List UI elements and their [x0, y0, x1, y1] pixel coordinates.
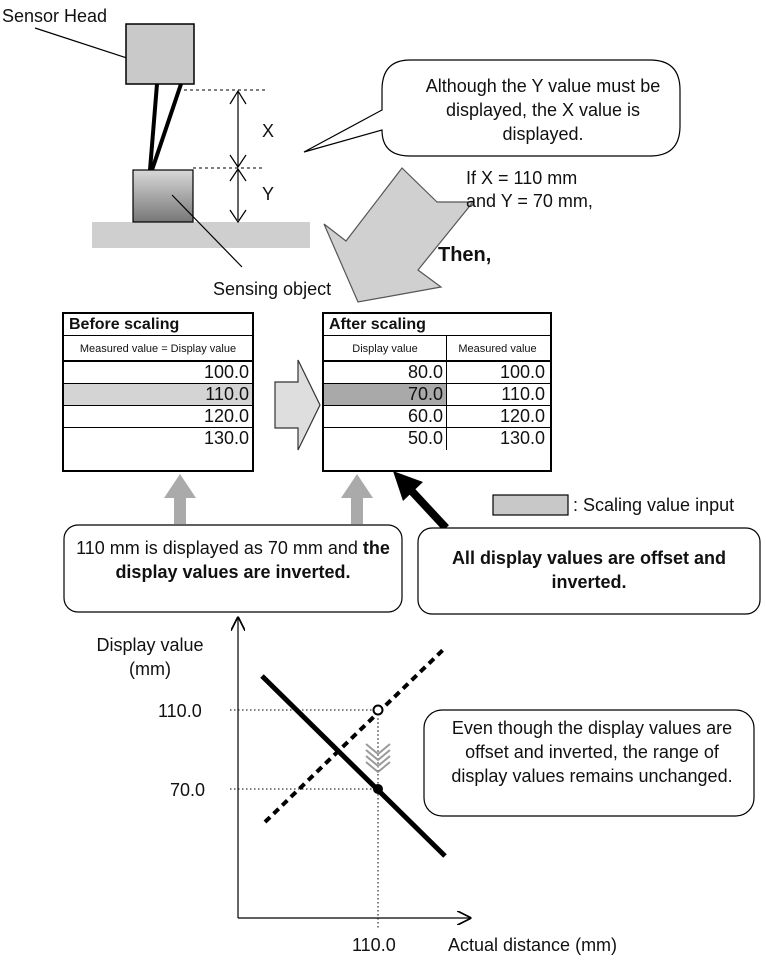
right-callout-arrow-head: [393, 471, 423, 501]
graph-callout-box: [423, 709, 755, 817]
after-table-row: 80.0 100.0: [324, 362, 550, 384]
before-scaling-table: Before scaling Measured value = Display …: [62, 312, 254, 472]
sensor-beam-emit: [148, 83, 159, 171]
left-callout-text: 110 mm is displayed as 70 mm and the dis…: [72, 536, 394, 584]
after-table-title: After scaling: [324, 314, 550, 336]
after-measured-value: 100.0: [499, 362, 545, 382]
right-callout-text: All display values are offset and invert…: [451, 548, 727, 592]
left-callout-bold: the display values are inverted.: [115, 538, 390, 582]
after-table-header-row: Display value Measured value: [324, 336, 550, 362]
before-table-row: 120.0: [64, 406, 252, 428]
point-before-110: [372, 704, 384, 716]
object-leader: [171, 194, 243, 268]
speech-bubble: [303, 59, 681, 157]
graph-y-axis-label-2: (mm): [129, 659, 171, 679]
left-callout-box: [63, 524, 403, 613]
after-measured-value: 110.0: [501, 384, 545, 404]
sensor-head-leader: [34, 27, 134, 61]
sensor-head-label: Sensor Head: [2, 6, 108, 26]
mount-base: [92, 222, 310, 248]
speech-bubble-text: Although the Y value must be displayed, …: [425, 76, 661, 144]
before-table-header: Measured value = Display value: [64, 336, 252, 362]
dim-x-bottom-arrow: [229, 154, 247, 169]
legend-label: : Scaling value input: [573, 495, 735, 515]
before-table-row-highlighted: 110.0: [64, 384, 252, 406]
mid-callout-arrow: [341, 474, 373, 524]
condition-line-2: and Y = 70 mm,: [466, 191, 593, 211]
then-arrow: [323, 167, 475, 303]
table-transition-arrow: [274, 359, 321, 451]
line-before-scaling: [263, 645, 448, 824]
right-callout-box: [417, 527, 761, 615]
after-scaling-table: After scaling Display value Measured valu…: [322, 312, 552, 472]
after-display-value-highlighted: 70.0: [324, 384, 447, 405]
condition-line-1: If X = 110 mm: [466, 168, 578, 188]
graph-y-axis-label-1: Display value: [96, 635, 204, 655]
left-callout-arrow: [164, 474, 196, 524]
after-measured-value: 120.0: [499, 406, 545, 426]
after-table-header-measured: Measured value: [458, 343, 537, 355]
graph-y-tick-110: 110.0: [158, 701, 202, 721]
graph-x-axis-label: Actual distance (mm): [448, 935, 618, 955]
after-display-value: 60.0: [324, 406, 447, 427]
dim-y-bottom-arrow: [229, 209, 247, 224]
sensing-object-label: Sensing object: [213, 279, 332, 299]
shift-down-marker: [365, 718, 391, 774]
before-table-row: 130.0: [203, 428, 249, 448]
before-table-row: 100.0: [64, 362, 252, 384]
dim-y-top-arrow: [229, 167, 247, 182]
sensor-beam-return: [150, 83, 183, 171]
after-table-header-display: Display value: [324, 336, 447, 360]
graph-y-tick-70: 70.0: [170, 780, 206, 800]
dim-x-label: X: [262, 121, 275, 141]
dim-x-top-arrow: [229, 89, 247, 105]
left-callout-plain: 110 mm is displayed as 70 mm and: [76, 538, 363, 558]
after-display-value: 50.0: [324, 428, 447, 450]
graph-callout-text: Even though the display values are offse…: [451, 718, 733, 786]
after-table-row-highlighted: 70.0 110.0: [324, 384, 550, 406]
line-after-scaling: [260, 674, 447, 858]
then-label: Then,: [438, 244, 492, 266]
before-table-title: Before scaling: [64, 314, 252, 336]
sensing-object: [132, 169, 194, 223]
after-display-value: 80.0: [324, 362, 447, 383]
after-measured-value: 130.0: [499, 428, 545, 448]
right-callout-arrow-shaft: [404, 483, 449, 531]
sensor-head: [125, 23, 195, 85]
graph-x-tick-110: 110.0: [352, 935, 396, 955]
after-table-row: 50.0 130.0: [324, 428, 550, 450]
dim-y-label: Y: [262, 184, 275, 204]
point-after-70: [373, 784, 383, 794]
legend-swatch: [492, 494, 569, 516]
after-table-row: 60.0 120.0: [324, 406, 550, 428]
